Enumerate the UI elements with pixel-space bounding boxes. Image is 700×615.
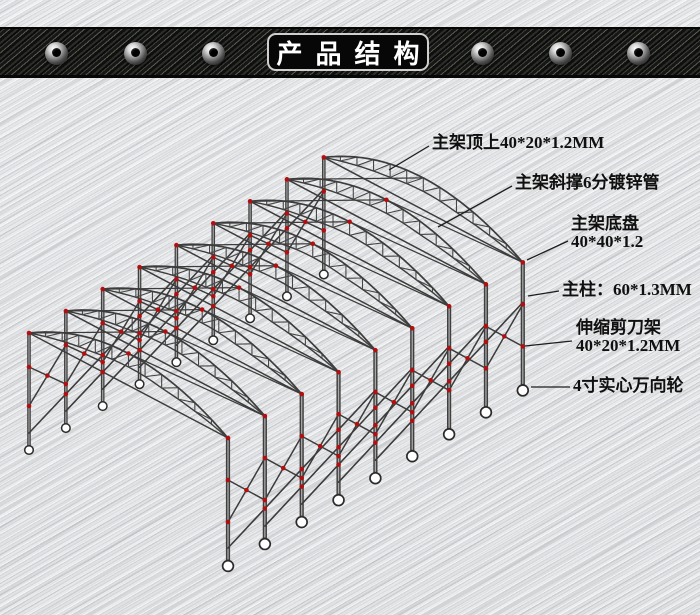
front-wall	[225, 260, 525, 566]
annotation-line: 伸缩剪刀架	[576, 318, 661, 337]
rivet-icon	[549, 42, 572, 65]
leader-lines	[388, 145, 573, 388]
caster-wheels	[23, 269, 530, 573]
annotation-line: 40*40*1.2	[571, 232, 644, 251]
annotation-line: 40*20*1.2MM	[576, 336, 681, 355]
annotation-line: 主架底盘	[571, 214, 639, 233]
annotation-base-plate: 主架底盘 40*40*1.2	[571, 215, 643, 251]
roof-braces	[28, 177, 524, 417]
page-title: 产品结构	[276, 38, 433, 69]
arched-trusses	[28, 155, 524, 439]
annotation-line: 主柱：60*1.3MM	[562, 280, 692, 299]
back-wall	[27, 155, 326, 450]
annotation-main-column: 主柱：60*1.3MM	[562, 281, 692, 299]
annotation-line: 4寸实心万向轮	[573, 376, 684, 395]
rivet-icon	[45, 42, 68, 65]
annotation-caster-wheel: 4寸实心万向轮	[573, 377, 684, 395]
annotation-line: 主架斜撑6分镀锌管	[515, 173, 660, 192]
rivet-icon	[471, 42, 494, 65]
rivet-icon	[627, 42, 650, 65]
rivet-icon	[202, 42, 225, 65]
annotation-diagonal-brace: 主架斜撑6分镀锌管	[515, 174, 660, 192]
annotation-top-beam: 主架顶上40*20*1.2MM	[432, 134, 604, 152]
annotation-line: 主架顶上40*20*1.2MM	[432, 133, 605, 152]
annotation-scissor-frame: 伸缩剪刀架 40*20*1.2MM	[576, 319, 680, 355]
rivet-icon	[124, 42, 147, 65]
title-plate: 产品结构	[267, 33, 429, 71]
joint-dots	[26, 155, 526, 525]
